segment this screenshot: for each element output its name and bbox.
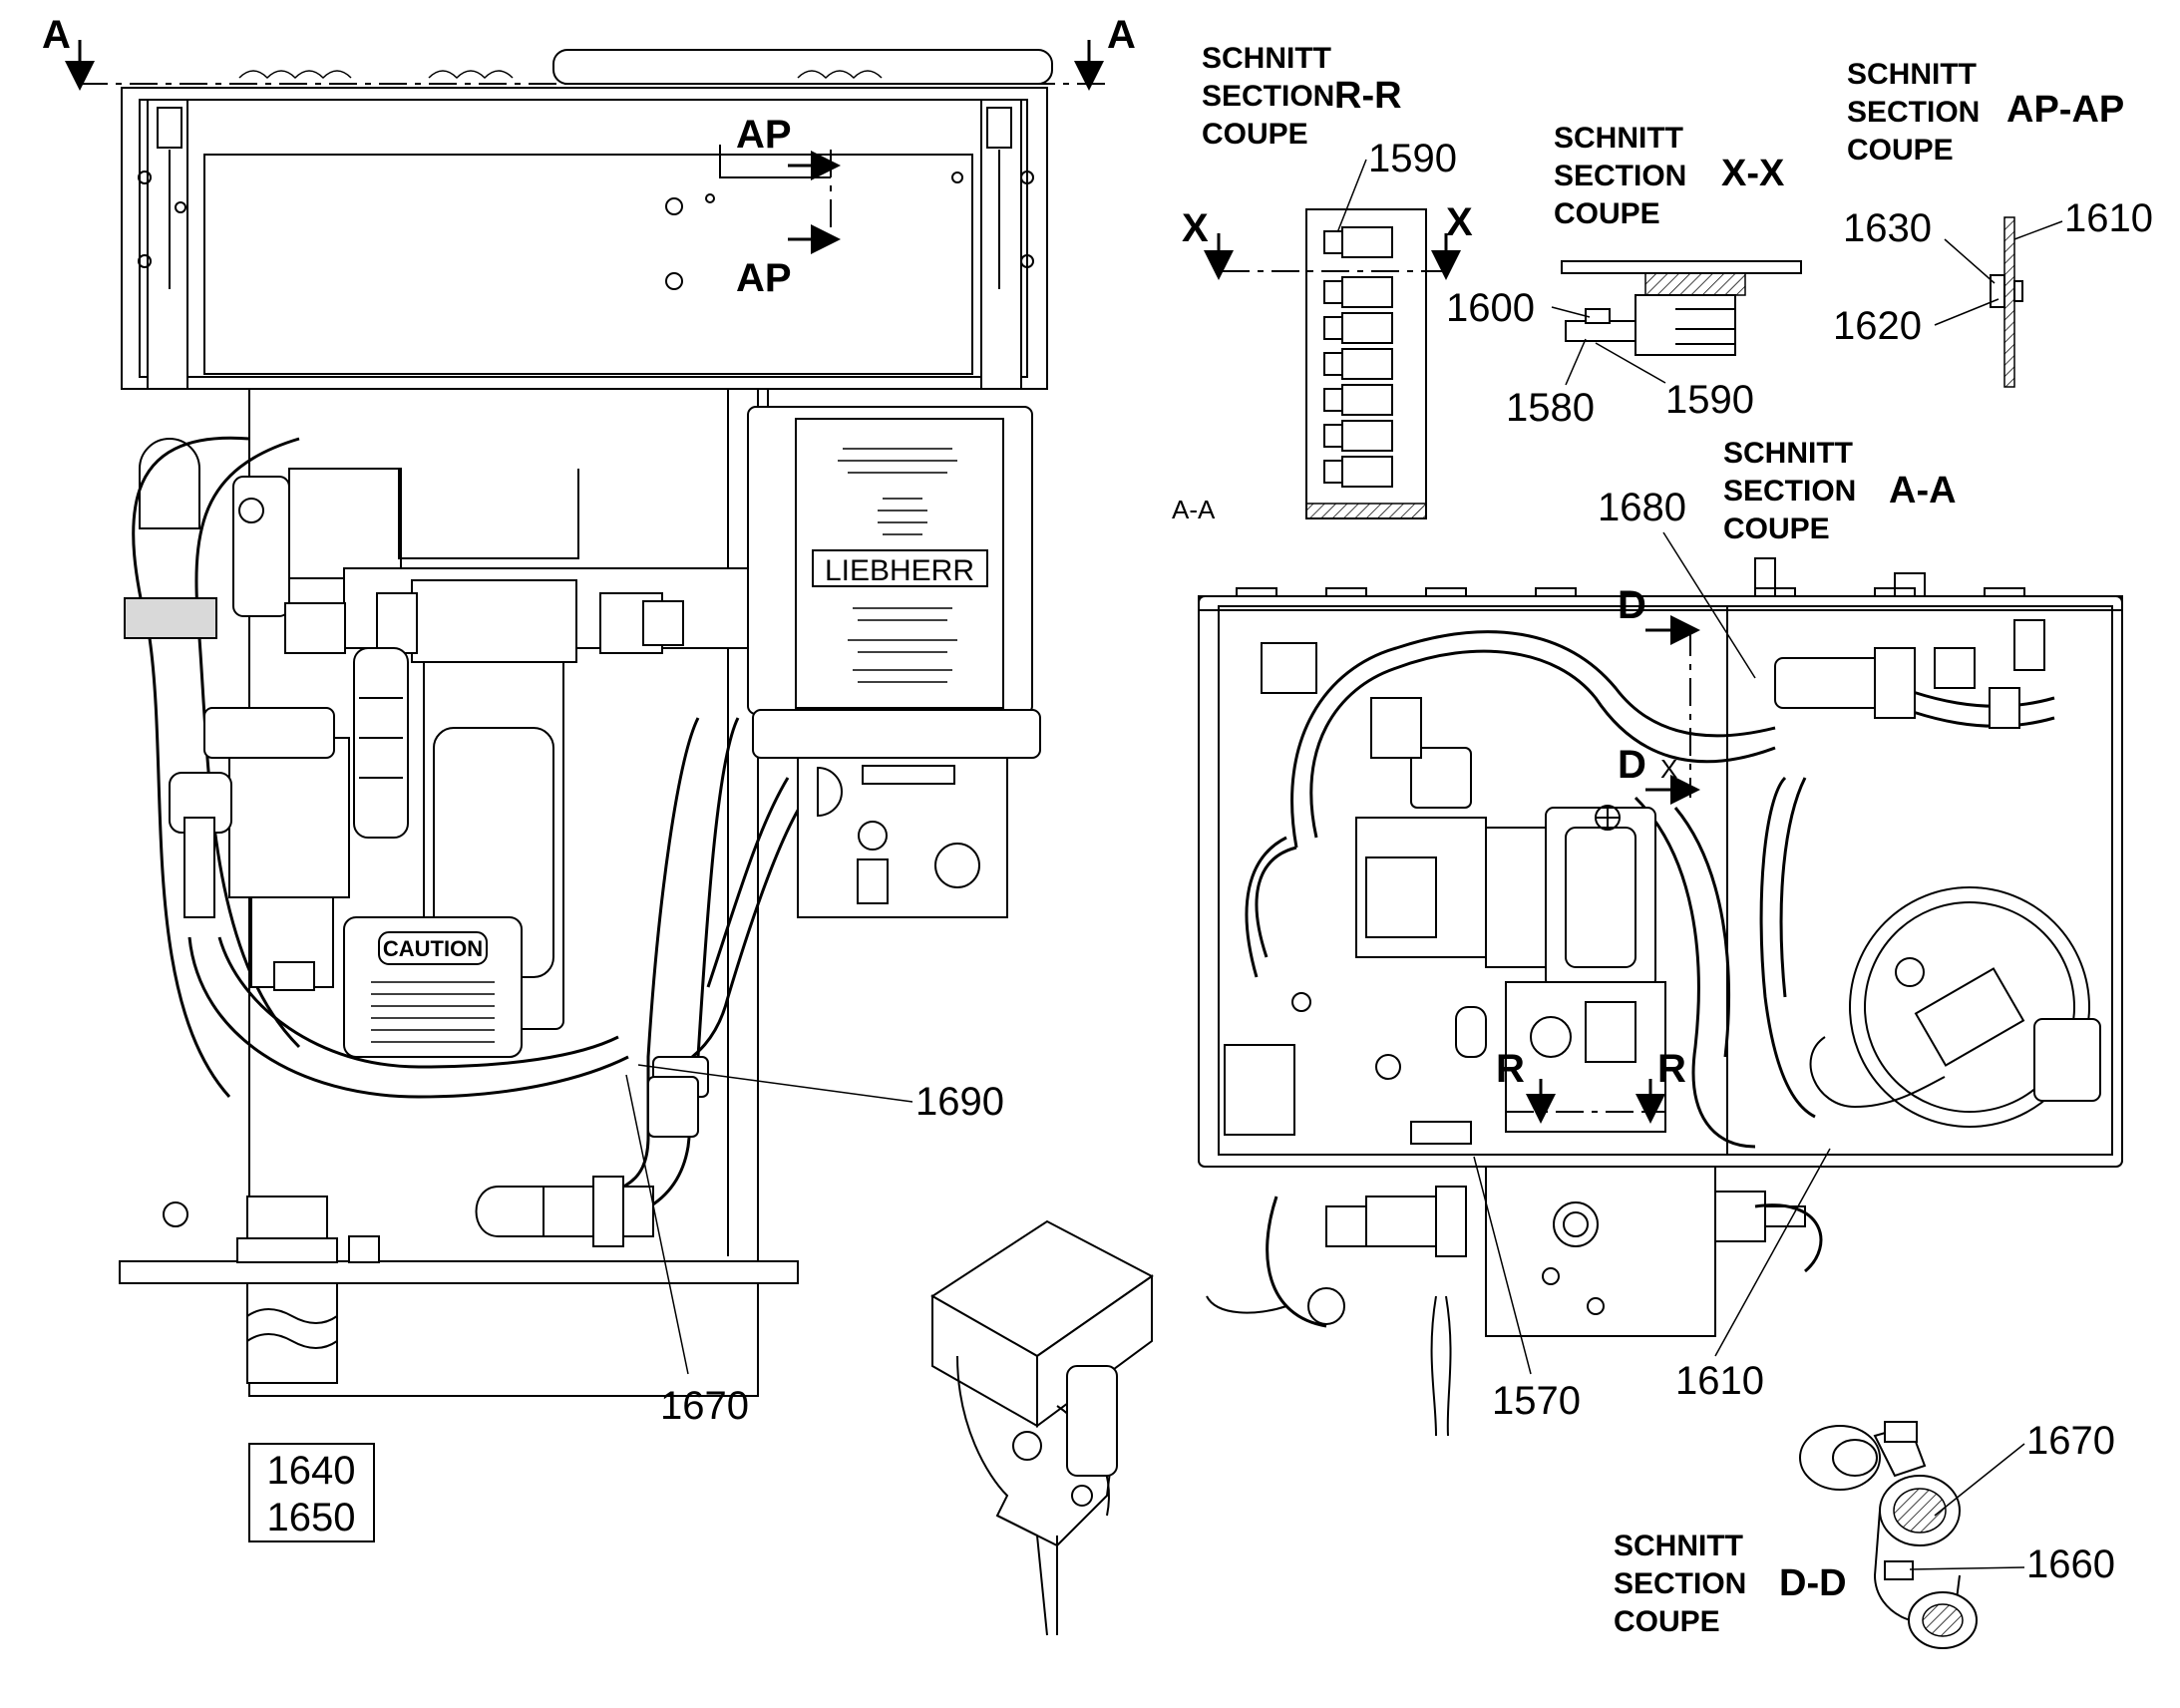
rr-marker-x-left: X <box>1182 206 1209 250</box>
base-plate <box>119 1260 799 1284</box>
section-r-r: SCHNITT SECTION COUPE R-R 1590 X X A-A <box>1172 42 1473 524</box>
ap-kw-coupe: COUPE <box>1847 134 1954 167</box>
dd-kw-schnitt: SCHNITT <box>1614 1530 1743 1562</box>
caution-label: CAUTION <box>383 936 483 961</box>
callout-1570: 1570 <box>1492 1379 1581 1423</box>
cover-lid <box>552 49 1053 85</box>
upper-housing <box>121 87 1048 390</box>
rr-fittings <box>1323 226 1393 488</box>
callout-1600: 1600 <box>1446 286 1535 330</box>
callout-1590-xx: 1590 <box>1665 378 1754 422</box>
dd-kw-coupe: COUPE <box>1614 1605 1720 1638</box>
section-marker-ap-top: AP <box>736 113 792 157</box>
callout-1590-rr: 1590 <box>1368 137 1457 180</box>
callout-1630: 1630 <box>1843 206 1932 250</box>
part-1640: 1640 <box>267 1449 356 1493</box>
hose-bottom <box>187 936 629 1099</box>
aa-kw-section: SECTION <box>1723 475 1856 508</box>
aa-marker-x-small: X <box>1660 754 1677 784</box>
callout-1690: 1690 <box>915 1080 1004 1124</box>
callout-1660: 1660 <box>2026 1542 2115 1586</box>
aa-motor <box>1545 807 1656 988</box>
latch-left <box>138 99 188 390</box>
callout-1620: 1620 <box>1833 304 1922 348</box>
rr-kw-schnitt: SCHNITT <box>1202 42 1331 75</box>
callout-1670-main: 1670 <box>660 1384 749 1428</box>
callout-1680: 1680 <box>1598 486 1686 529</box>
section-marker-a-left: A <box>42 13 71 57</box>
xx-kw-coupe: COUPE <box>1554 197 1660 230</box>
rr-kw-section: SECTION <box>1202 80 1334 113</box>
caution-plate <box>343 916 523 1058</box>
section-marker-ap-bottom: AP <box>736 256 792 300</box>
valve-block <box>288 468 402 579</box>
brand-label: LIEBHERR <box>825 554 974 587</box>
section-marker-a-right: A <box>1107 13 1136 57</box>
aa-id: A-A <box>1889 470 1957 512</box>
isometric-view <box>930 1219 1154 1636</box>
small-label-a-a: A-A <box>1172 495 1216 524</box>
xx-kw-schnitt: SCHNITT <box>1554 122 1683 155</box>
main-view: A A AP <box>42 13 1136 1542</box>
aa-marker-r-left: R <box>1496 1047 1525 1091</box>
hose-left <box>132 436 250 1099</box>
dd-kw-section: SECTION <box>1614 1567 1746 1600</box>
section-x-x: SCHNITT SECTION COUPE X-X 1600 1580 1590 <box>1446 122 1802 430</box>
section-ap-ap: SCHNITT SECTION COUPE AP-AP 1630 1610 16… <box>1833 58 2153 388</box>
aa-marker-d-bottom: D <box>1618 743 1646 787</box>
aa-marker-d-top: D <box>1618 583 1646 627</box>
rr-id: R-R <box>1334 75 1402 117</box>
callout-1580: 1580 <box>1506 386 1595 430</box>
aa-kw-coupe: COUPE <box>1723 512 1830 545</box>
aa-hose-1 <box>1309 649 1776 839</box>
ap-id: AP-AP <box>2006 89 2124 131</box>
aa-marker-r-right: R <box>1657 1047 1686 1091</box>
callout-1610-ap: 1610 <box>2064 196 2153 240</box>
dd-id: D-D <box>1779 1562 1847 1604</box>
aa-bottom-manifold <box>1485 1166 1716 1337</box>
aa-relay <box>1224 1044 1295 1136</box>
callout-1610-aa: 1610 <box>1675 1359 1764 1403</box>
latch-right <box>951 99 1034 390</box>
pressure-switch <box>353 647 409 839</box>
solenoid-left <box>228 737 350 898</box>
section-a-a: SCHNITT SECTION COUPE A-A <box>1198 437 2123 1437</box>
section-d-d: SCHNITT SECTION COUPE D-D 1670 1660 <box>1614 1419 2115 1649</box>
part-1650: 1650 <box>267 1496 356 1539</box>
aa-kw-schnitt: SCHNITT <box>1723 437 1853 470</box>
ap-kw-section: SECTION <box>1847 96 1980 129</box>
rr-marker-x-right: X <box>1446 200 1473 244</box>
ap-kw-schnitt: SCHNITT <box>1847 58 1977 91</box>
xx-kw-section: SECTION <box>1554 160 1686 192</box>
callout-1670-dd: 1670 <box>2026 1419 2115 1463</box>
rr-kw-coupe: COUPE <box>1202 118 1308 151</box>
part-number-box <box>248 1443 375 1542</box>
xx-id: X-X <box>1721 153 1785 194</box>
